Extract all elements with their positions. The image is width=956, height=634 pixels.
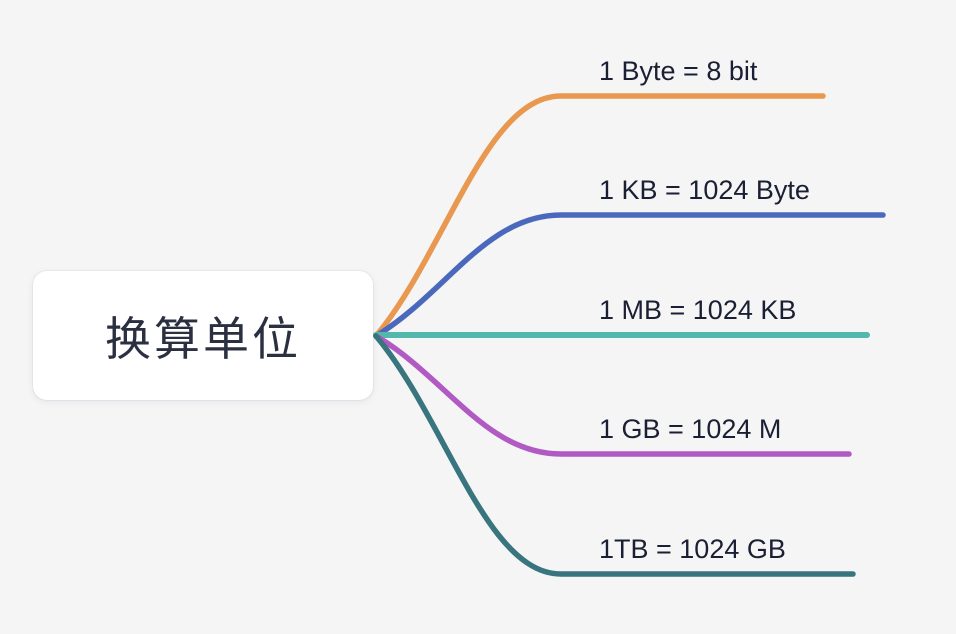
branch-connector bbox=[373, 212, 886, 339]
branch-connector bbox=[373, 333, 856, 577]
branch-connector bbox=[373, 93, 826, 339]
root-node-label: 换算单位 bbox=[105, 312, 301, 365]
branch-connector bbox=[373, 333, 852, 457]
branch-node-gb-m[interactable]: 1 GB = 1024 M bbox=[599, 414, 782, 444]
root-node[interactable]: 换算单位 bbox=[33, 271, 373, 400]
branch-node-mb-kb[interactable]: 1 MB = 1024 KB bbox=[599, 295, 797, 325]
branch-node-byte-bit[interactable]: 1 Byte = 8 bit bbox=[599, 56, 758, 86]
branch-node-kb-byte[interactable]: 1 KB = 1024 Byte bbox=[599, 175, 810, 205]
branch-node-tb-gb[interactable]: 1TB = 1024 GB bbox=[599, 534, 786, 564]
